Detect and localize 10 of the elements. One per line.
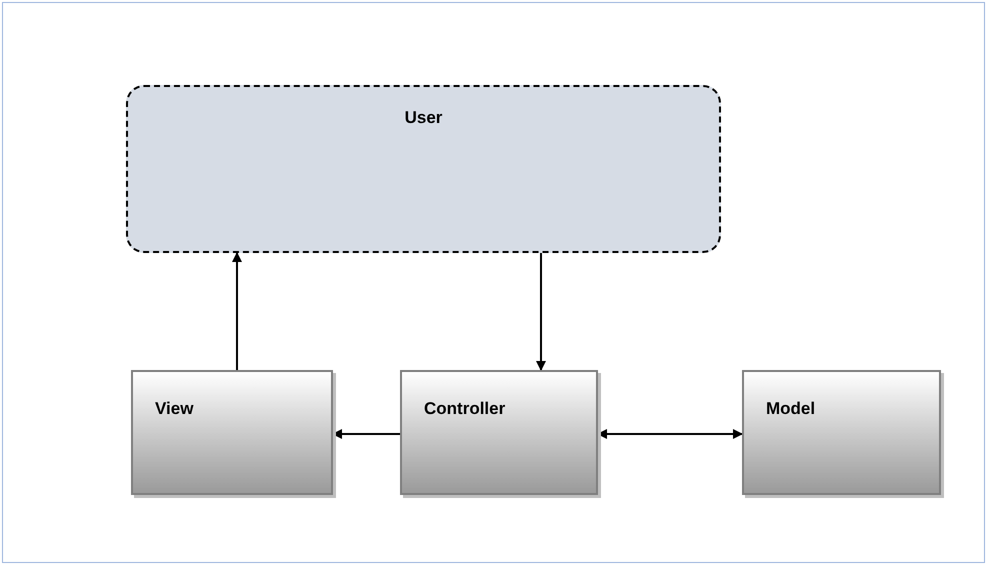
component-box bbox=[400, 370, 598, 495]
node-label: User bbox=[404, 107, 442, 129]
arrow bbox=[232, 252, 242, 370]
node-label: Model bbox=[766, 398, 816, 420]
actor-area bbox=[126, 85, 721, 253]
node-label: View bbox=[155, 398, 194, 420]
component-box bbox=[742, 370, 941, 495]
arrow bbox=[536, 253, 546, 371]
node-label: Controller bbox=[424, 398, 506, 420]
component-box bbox=[131, 370, 333, 495]
